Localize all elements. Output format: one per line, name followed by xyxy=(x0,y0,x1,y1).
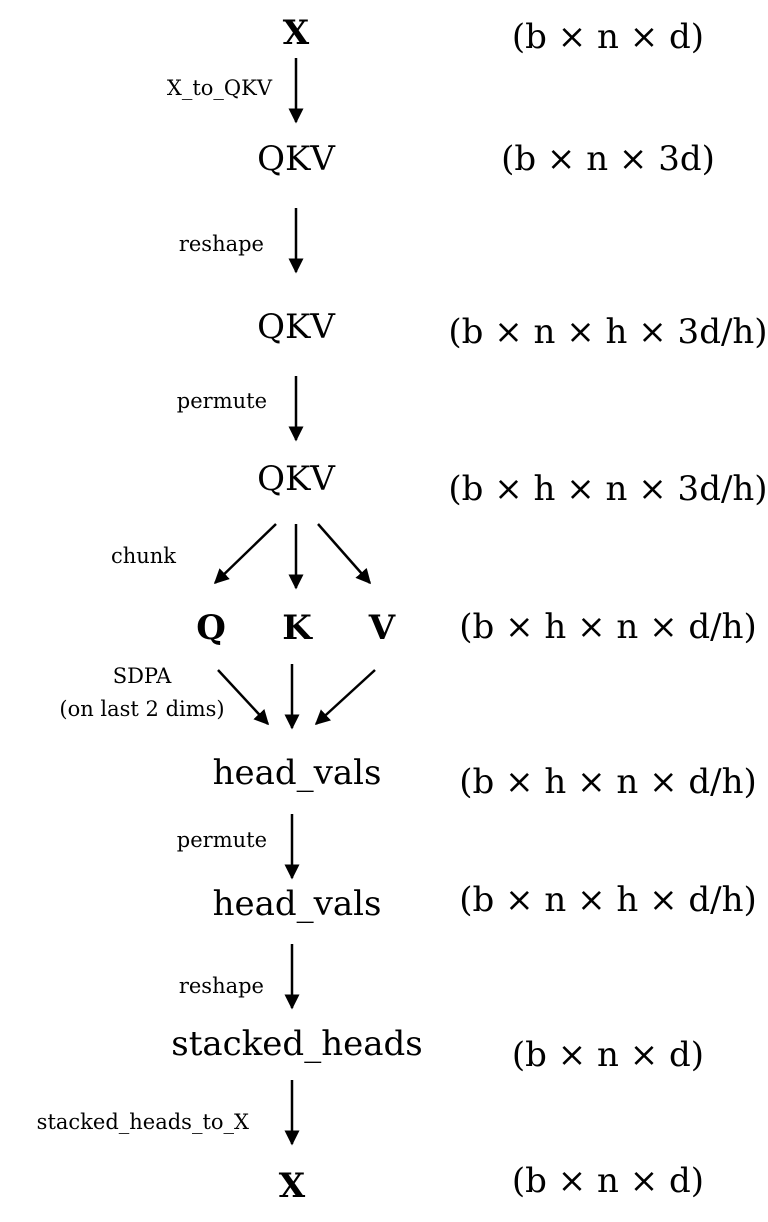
v-node: V xyxy=(368,608,396,648)
qkv-split-shape: (b × h × n × d/h) xyxy=(459,607,757,647)
reshape-label-1: reshape xyxy=(179,232,264,256)
qkv-node-3: QKV xyxy=(257,459,336,499)
qkv-shape-3: (b × h × n × 3d/h) xyxy=(448,469,767,509)
sdpa-label: SDPA xyxy=(113,664,172,688)
output-x-shape: (b × n × d) xyxy=(512,1161,704,1201)
reshape-label-2: reshape xyxy=(179,974,264,998)
x-to-qkv-label: X_to_QKV xyxy=(167,76,273,100)
qkv-shape-2: (b × n × h × 3d/h) xyxy=(448,312,767,352)
k-node: K xyxy=(282,608,313,648)
qkv-node-1: QKV xyxy=(257,139,336,179)
stacked-heads-shape: (b × n × d) xyxy=(512,1035,704,1075)
permute-label-2: permute xyxy=(177,828,267,852)
input-x-node: X xyxy=(283,13,310,53)
input-x-shape: (b × n × d) xyxy=(512,17,704,57)
permute-label-1: permute xyxy=(177,389,267,413)
head-vals-node-1: head_vals xyxy=(213,753,382,793)
sdpa-arrow-q xyxy=(217,669,270,726)
chunk-arrow-q xyxy=(213,523,277,585)
qkv-node-2: QKV xyxy=(257,307,336,347)
output-x-node: X xyxy=(279,1166,306,1206)
q-node: Q xyxy=(196,608,226,648)
sdpa-note: (on last 2 dims) xyxy=(59,697,224,721)
head-vals-shape-2: (b × n × h × d/h) xyxy=(459,880,757,920)
stacked-heads-to-x-label: stacked_heads_to_X xyxy=(37,1110,249,1134)
sdpa-arrow-v xyxy=(314,669,376,726)
head-vals-node-2: head_vals xyxy=(213,884,382,924)
head-vals-shape-1: (b × h × n × d/h) xyxy=(459,762,757,802)
chunk-label: chunk xyxy=(111,544,176,568)
qkv-shape-1: (b × n × 3d) xyxy=(501,139,715,179)
chunk-arrow-v xyxy=(317,523,371,585)
stacked-heads-node: stacked_heads xyxy=(171,1024,422,1064)
